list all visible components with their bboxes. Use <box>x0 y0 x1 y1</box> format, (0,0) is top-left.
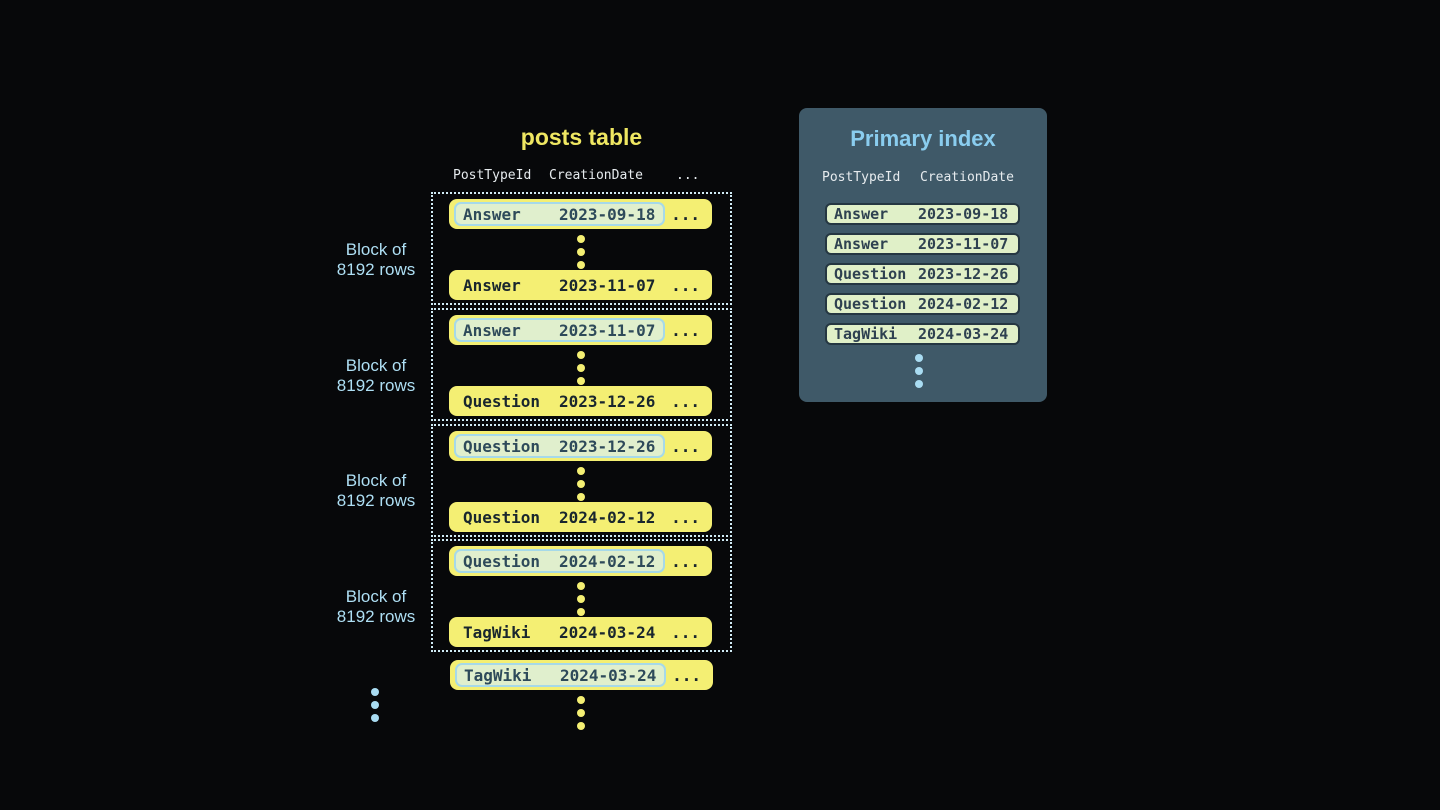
table-row: Answer 2023-11-07 ... <box>449 270 712 300</box>
primary-index-title: Primary index <box>850 126 996 151</box>
table-row: Question 2024-02-12 ... <box>449 502 712 532</box>
row-cells: Answer 2023-11-07 <box>454 273 665 297</box>
row-date-cell: 2024-02-12 <box>559 507 656 527</box>
table-row: Answer 2023-11-07 ... <box>449 315 712 345</box>
column-header-more: ... <box>676 168 700 183</box>
row-date-cell: 2024-03-24 <box>559 622 656 642</box>
index-row: Answer 2023-09-18 <box>825 203 1020 225</box>
row-ellipsis-cell: ... <box>671 436 700 456</box>
vertical-ellipsis-icon <box>577 696 585 730</box>
row-highlight-pill: Question 2023-12-26 <box>454 434 666 458</box>
column-header-posttypeid: PostTypeId <box>822 170 901 185</box>
index-date-cell: 2024-03-24 <box>918 325 1009 343</box>
index-type-cell: TagWiki <box>834 325 898 343</box>
row-date-cell: 2024-02-12 <box>559 551 656 571</box>
table-row: Question 2023-12-26 ... <box>449 431 712 461</box>
posts-table-column-headers: PostTypeId CreationDate ... <box>450 168 713 185</box>
row-date-cell: 2023-11-07 <box>559 320 656 340</box>
index-date-cell: 2023-12-26 <box>918 265 1009 283</box>
row-type-cell: TagWiki <box>463 622 531 642</box>
row-highlight-pill: Answer 2023-11-07 <box>454 318 666 342</box>
primary-index-column-headers: PostTypeId CreationDate <box>799 170 1047 186</box>
row-cells: TagWiki 2024-03-24 <box>454 620 665 644</box>
vertical-ellipsis-icon <box>577 351 585 385</box>
row-ellipsis-cell: ... <box>671 622 700 642</box>
index-row: Answer 2023-11-07 <box>825 233 1020 255</box>
posts-table-title: posts table <box>520 124 643 150</box>
block-label-2: Block of 8192 rows <box>336 356 416 395</box>
row-type-cell: Question <box>463 551 541 571</box>
row-ellipsis-cell: ... <box>671 391 700 411</box>
table-row: Question 2024-02-12 ... <box>449 546 712 576</box>
row-date-cell: 2023-09-18 <box>559 204 656 224</box>
index-date-cell: 2023-09-18 <box>918 205 1009 223</box>
row-ellipsis-cell: ... <box>671 320 700 340</box>
vertical-ellipsis-icon <box>577 582 585 616</box>
index-date-cell: 2023-11-07 <box>918 235 1009 253</box>
row-ellipsis-cell: ... <box>671 275 700 295</box>
row-ellipsis-cell: ... <box>671 204 700 224</box>
row-highlight-pill: Question 2024-02-12 <box>454 549 666 573</box>
table-row: Answer 2023-09-18 ... <box>449 199 712 229</box>
index-row: Question 2024-02-12 <box>825 293 1020 315</box>
block-label-3: Block of 8192 rows <box>336 471 416 510</box>
index-type-cell: Answer <box>834 235 889 253</box>
column-header-creationdate: CreationDate <box>549 168 643 183</box>
row-date-cell: 2023-12-26 <box>559 391 656 411</box>
row-cells: Question 2023-12-26 <box>454 389 665 413</box>
vertical-ellipsis-icon <box>915 354 923 388</box>
row-type-cell: Answer <box>463 204 521 224</box>
table-row: TagWiki 2024-03-24 ... <box>449 617 712 647</box>
index-date-cell: 2024-02-12 <box>918 295 1009 313</box>
table-row-overflow: TagWiki 2024-03-24 ... <box>450 660 713 690</box>
row-date-cell: 2024-03-24 <box>560 665 657 685</box>
block-label-4: Block of 8192 rows <box>336 587 416 626</box>
row-block-1: Answer 2023-09-18 ... Answer 2023-11-07 … <box>431 192 732 305</box>
block-label-1: Block of 8192 rows <box>336 240 416 279</box>
primary-index-panel: Primary index PostTypeId CreationDate An… <box>799 108 1047 402</box>
index-type-cell: Question <box>834 265 907 283</box>
row-highlight-pill: TagWiki 2024-03-24 <box>455 663 667 687</box>
table-row: Question 2023-12-26 ... <box>449 386 712 416</box>
vertical-ellipsis-icon <box>577 467 585 501</box>
vertical-ellipsis-icon <box>577 235 585 269</box>
vertical-ellipsis-icon <box>371 688 379 722</box>
row-block-2: Answer 2023-11-07 ... Question 2023-12-2… <box>431 308 732 421</box>
row-type-cell: Answer <box>463 320 521 340</box>
row-type-cell: Question <box>463 391 541 411</box>
index-row: TagWiki 2024-03-24 <box>825 323 1020 345</box>
row-date-cell: 2023-12-26 <box>559 436 656 456</box>
row-cells: Question 2024-02-12 <box>454 505 665 529</box>
index-type-cell: Question <box>834 295 907 313</box>
row-type-cell: Answer <box>463 275 521 295</box>
row-type-cell: Question <box>463 436 541 456</box>
row-ellipsis-cell: ... <box>672 665 701 685</box>
column-header-creationdate: CreationDate <box>920 170 1014 185</box>
row-type-cell: TagWiki <box>464 665 532 685</box>
row-block-3: Question 2023-12-26 ... Question 2024-02… <box>431 424 732 537</box>
column-header-posttypeid: PostTypeId <box>453 168 532 183</box>
index-row: Question 2023-12-26 <box>825 263 1020 285</box>
row-highlight-pill: Answer 2023-09-18 <box>454 202 666 226</box>
index-type-cell: Answer <box>834 205 889 223</box>
row-ellipsis-cell: ... <box>671 507 700 527</box>
row-block-4: Question 2024-02-12 ... TagWiki 2024-03-… <box>431 539 732 652</box>
row-ellipsis-cell: ... <box>671 551 700 571</box>
row-type-cell: Question <box>463 507 541 527</box>
row-date-cell: 2023-11-07 <box>559 275 656 295</box>
